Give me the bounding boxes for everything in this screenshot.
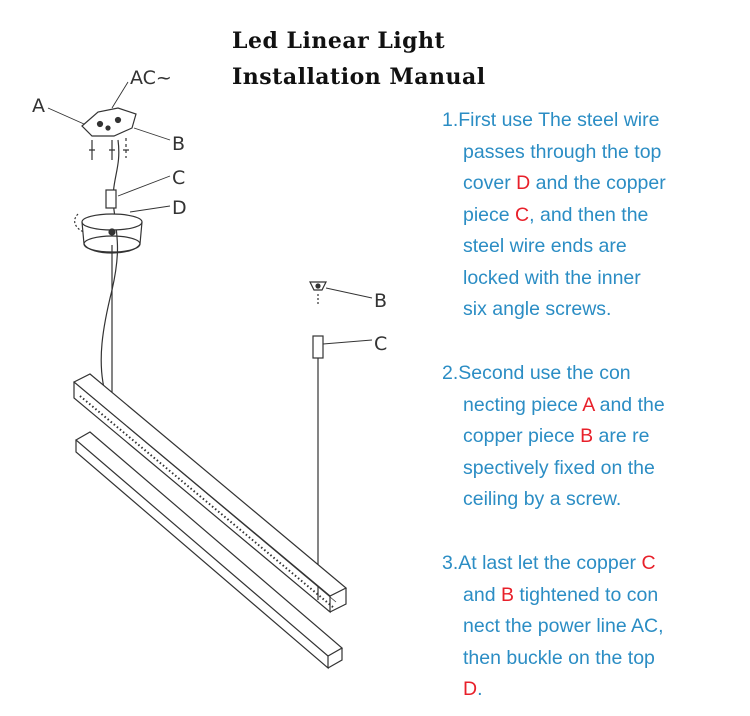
part-letter: B [500, 583, 514, 606]
part-letter: B [580, 425, 594, 447]
step-text: passes through the top [463, 140, 662, 163]
step-text: locked with the inner [463, 266, 641, 289]
step-line: copper piece B are re [442, 421, 742, 453]
label-ac: AC~ [130, 67, 172, 89]
step-line: 1.First use The steel wire [442, 105, 742, 137]
connecting-piece-a [81, 107, 137, 137]
step-text: six angle screws. [463, 298, 612, 320]
part-letter: D [463, 678, 478, 700]
step-text: , and then the [529, 203, 649, 226]
label-c-left: C [172, 167, 185, 189]
label-b-right: B [374, 290, 387, 312]
label-b-left: B [172, 133, 185, 155]
label-a: A [32, 95, 45, 117]
top-cover-d [74, 213, 143, 254]
step-line: piece C, and then the [442, 200, 742, 232]
step-line: 2.Second use the con [442, 358, 742, 390]
step-text: and the copper [530, 172, 666, 194]
power-cord-left [100, 139, 120, 389]
part-letter: C [641, 552, 656, 574]
step-text: tightened to con [513, 583, 659, 606]
step-line: and B tightened to con [442, 580, 742, 612]
diffuser-cover [74, 431, 344, 670]
copper-piece-b-right [309, 281, 327, 306]
step-line: D. [442, 674, 742, 706]
step-text: cover [463, 172, 517, 194]
part-letter: D [516, 172, 531, 194]
step-text: copper piece [463, 425, 581, 447]
step-line: 3.At last let the copper C [442, 548, 742, 580]
title-line-2: Installation Manual [232, 64, 486, 90]
step-text: spectively fixed on the [463, 456, 655, 479]
part-letter: A [582, 393, 595, 416]
step-line: steel wire ends are [442, 231, 742, 263]
title-line-1: Led Linear Light [232, 28, 446, 54]
step-line: then buckle on the top [442, 643, 742, 675]
copper-piece-c-left [105, 189, 117, 209]
step-text: piece [463, 203, 516, 226]
label-c-right: C [374, 333, 387, 355]
step-text: 3.At last let the copper [442, 552, 642, 574]
ceiling-screws-left [89, 138, 129, 160]
leader-lines [47, 81, 373, 345]
step-line: spectively fixed on the [442, 453, 742, 485]
step-line: ceiling by a screw. [442, 484, 742, 516]
step-line: necting piece A and the [442, 390, 742, 422]
step-text: 1.First use The steel wire [442, 109, 660, 131]
linear-light-fixture [72, 373, 348, 614]
step-text: then buckle on the top [463, 646, 655, 669]
instruction-step-1: 1.First use The steel wire passes through… [442, 105, 742, 326]
step-text: and [463, 583, 501, 606]
step-text: and the [594, 393, 665, 416]
step-line: cover D and the copper [442, 168, 742, 200]
step-line: six angle screws. [442, 294, 742, 326]
instruction-step-2: 2.Second use the con necting piece A and … [442, 358, 742, 516]
copper-piece-c-right [312, 335, 324, 359]
part-letter: C [515, 203, 530, 226]
step-line: nect the power line AC, [442, 611, 742, 643]
step-text: . [477, 678, 483, 700]
step-line: locked with the inner [442, 263, 742, 295]
step-text: are re [593, 425, 650, 447]
step-line: passes through the top [442, 137, 742, 169]
step-text: steel wire ends are [463, 235, 627, 257]
step-text: nect the power line AC, [463, 615, 664, 637]
label-d: D [172, 197, 187, 219]
step-text: ceiling by a screw. [463, 488, 622, 510]
step-text: necting piece [463, 393, 583, 416]
step-text: 2.Second use the con [442, 362, 631, 384]
